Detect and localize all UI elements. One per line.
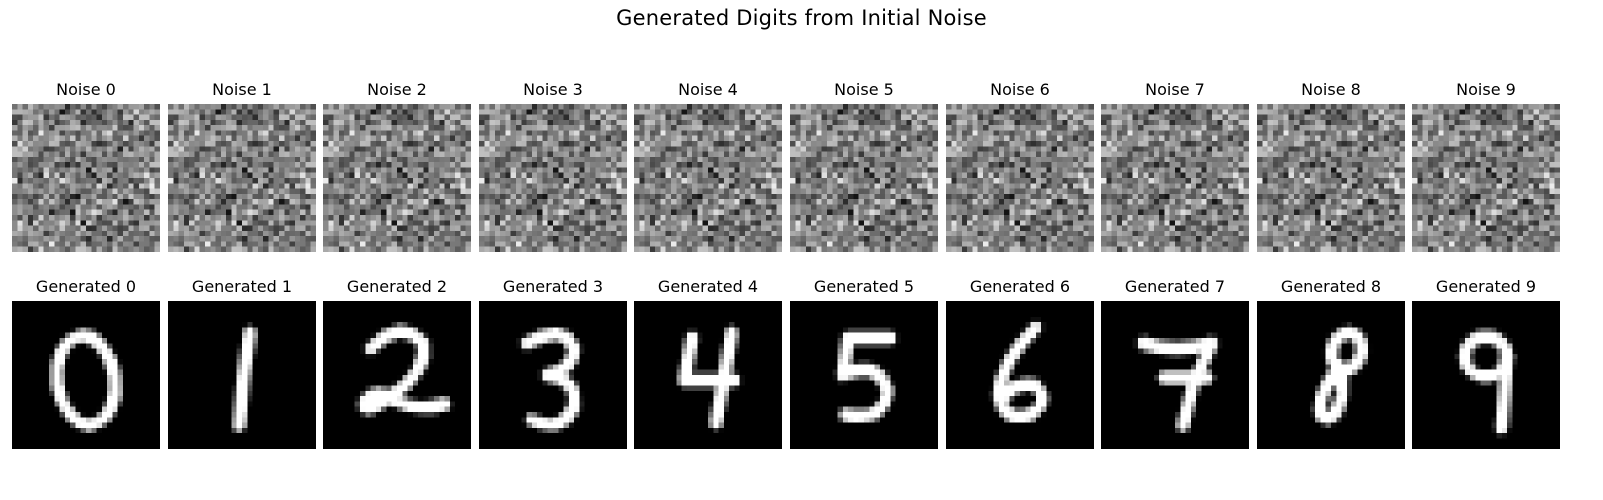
generated-digit-image	[12, 301, 160, 449]
noise-panel-title: Noise 1	[212, 80, 272, 99]
noise-image	[1412, 104, 1560, 252]
generated-panel-title: Generated 6	[969, 277, 1071, 296]
noise-panel-title: Noise 5	[834, 80, 894, 99]
generated-panel-title: Generated 3	[502, 277, 604, 296]
generated-digit-image	[168, 301, 316, 449]
generated-panel-title: Generated 5	[813, 277, 915, 296]
generated-digit-image	[1101, 301, 1249, 449]
noise-panel-title: Noise 3	[523, 80, 583, 99]
generated-panel-title: Generated 0	[35, 277, 137, 296]
noise-image	[634, 104, 782, 252]
generated-panel-title: Generated 1	[191, 277, 293, 296]
noise-image	[1257, 104, 1405, 252]
noise-panel-title: Noise 4	[678, 80, 738, 99]
noise-panel-title: Noise 2	[367, 80, 427, 99]
generated-digit-image	[479, 301, 627, 449]
noise-image	[790, 104, 938, 252]
generated-digit-image	[946, 301, 1094, 449]
generated-panel-title: Generated 2	[346, 277, 448, 296]
noise-panel-title: Noise 6	[990, 80, 1050, 99]
generated-panel-title: Generated 8	[1280, 277, 1382, 296]
figure-title: Generated Digits from Initial Noise	[616, 6, 987, 30]
noise-image	[1101, 104, 1249, 252]
noise-panel-title: Noise 8	[1301, 80, 1361, 99]
generated-digit-image	[634, 301, 782, 449]
generated-digit-image	[1257, 301, 1405, 449]
noise-panel-title: Noise 0	[56, 80, 116, 99]
noise-image	[323, 104, 471, 252]
noise-panel-title: Noise 7	[1145, 80, 1205, 99]
generated-digit-image	[1412, 301, 1560, 449]
generated-panel-title: Generated 7	[1124, 277, 1226, 296]
generated-digit-image	[323, 301, 471, 449]
noise-image	[479, 104, 627, 252]
generated-panel-title: Generated 9	[1435, 277, 1537, 296]
noise-image	[168, 104, 316, 252]
noise-image	[12, 104, 160, 252]
noise-panel-title: Noise 9	[1456, 80, 1516, 99]
noise-image	[946, 104, 1094, 252]
generated-digit-image	[790, 301, 938, 449]
generated-panel-title: Generated 4	[657, 277, 759, 296]
